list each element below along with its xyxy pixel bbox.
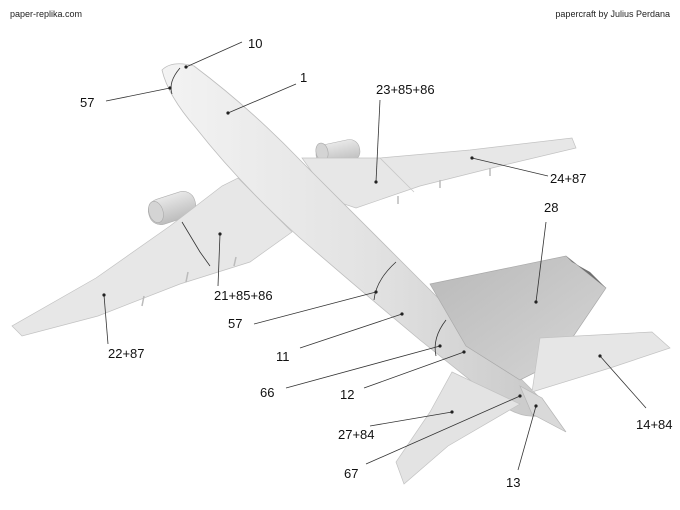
callout-label-57-nose: 57 [80, 95, 94, 110]
callout-label-11: 11 [276, 349, 290, 364]
callout-leaders [102, 41, 647, 471]
airplane-model [11, 63, 671, 485]
site-name: paper-replika.com [10, 9, 83, 19]
callout-label-66: 66 [260, 385, 274, 400]
callout-label-13: 13 [506, 475, 520, 490]
tail-cone [519, 385, 567, 433]
callout-label-14-84: 14+84 [636, 417, 673, 432]
callout-label-10-nose: 10 [248, 36, 262, 51]
right-stabilizer [531, 331, 671, 393]
callout-labels: 10 1 57 23+85+86 24+87 28 21+85+86 57 22… [80, 36, 673, 490]
callout-label-1: 1 [300, 70, 307, 85]
callout-label-27-84: 27+84 [338, 427, 375, 442]
callout-label-28: 28 [544, 200, 558, 215]
author-credit: papercraft by Julius Perdana [555, 9, 670, 19]
callout-label-67: 67 [344, 466, 358, 481]
callout-label-24-87: 24+87 [550, 171, 587, 186]
left-stabilizer [395, 371, 521, 485]
callout-label-22-87: 22+87 [108, 346, 145, 361]
left-wing [11, 177, 293, 337]
callout-label-21-85-86: 21+85+86 [214, 288, 273, 303]
callout-label-12: 12 [340, 387, 354, 402]
callout-label-57-tail: 57 [228, 316, 242, 331]
callout-label-23-85-86: 23+85+86 [376, 82, 435, 97]
